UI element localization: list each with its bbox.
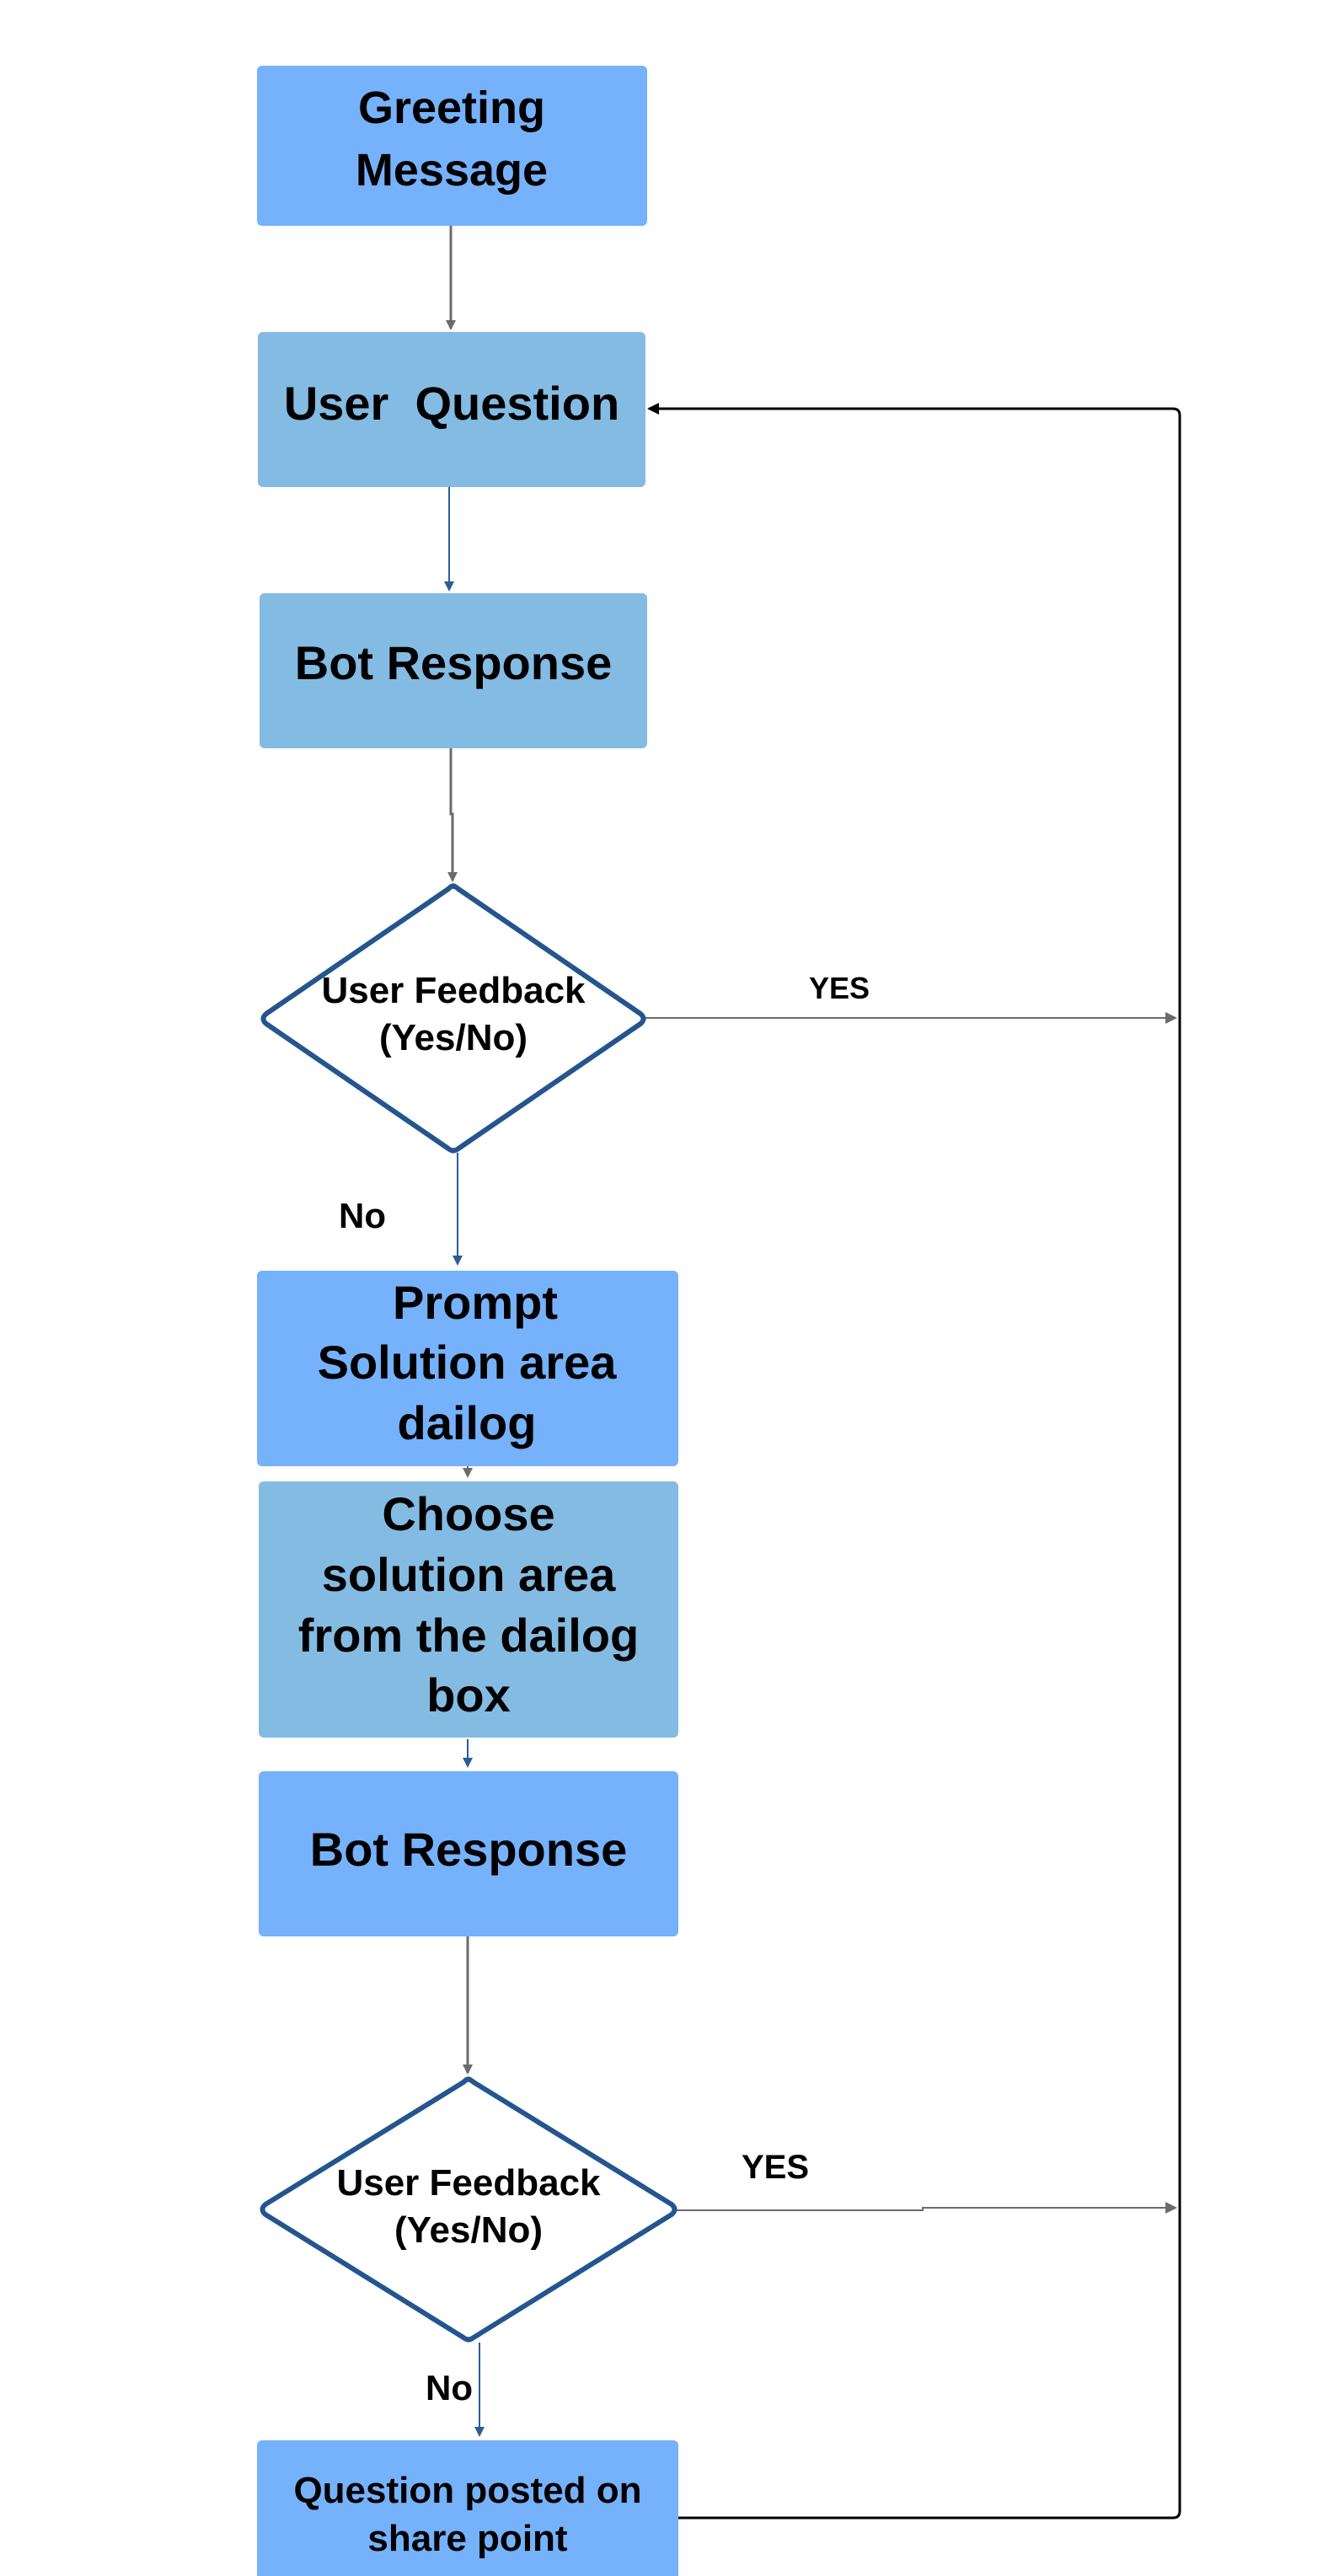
node-greeting-line2: Message [356,145,548,195]
edge-feedback2-yes [676,2202,1177,2214]
node-greeting-line1: Greeting [358,83,545,133]
node-feedback-2-line2: (Yes/No) [394,2209,543,2251]
node-choose-line3: from the dailog [298,1609,639,1662]
node-bot-response-2-label: Bot Response [310,1823,628,1876]
node-bot-response-2: Bot Response [259,1771,678,1936]
node-prompt-solution-dialog: Prompt Solution area dailog [257,1271,678,1466]
node-choose-solution-area: Choose solution area from the dailog box [259,1481,678,1738]
node-choose-line1: Choose [382,1487,554,1540]
edge-label-yes-2: YES [742,2149,809,2186]
node-choose-line4: box [426,1668,511,1722]
node-question-posted-sharepoint: Question posted on share point [257,2440,678,2576]
edge-label-no-1: No [339,1196,386,1235]
node-prompt-line1: Prompt [393,1276,558,1329]
edge-label-no-2: No [426,2368,473,2407]
node-sharepoint-line2: share point [367,2518,567,2559]
node-choose-line2: solution area [322,1548,616,1601]
node-bot-response-1-label: Bot Response [295,636,613,689]
node-feedback-2-line1: User Feedback [336,2162,601,2204]
node-feedback-1-line2: (Yes/No) [379,1017,528,1058]
node-greeting-message: Greeting Message [257,66,647,226]
node-sharepoint-line1: Question posted on [293,2470,641,2511]
node-feedback-1-line1: User Feedback [321,970,586,1011]
node-prompt-line3: dailog [398,1396,537,1449]
node-prompt-line2: Solution area [318,1336,618,1389]
node-user-feedback-1: User Feedback (Yes/No) [260,883,646,1154]
node-user-question-label: User Question [284,377,619,430]
edge-loop-back-to-question [647,403,1181,2520]
node-user-question: User Question [258,332,645,487]
edge-label-yes-1: YES [809,971,870,1005]
edge-bot-response-to-feedback [447,748,458,882]
node-user-feedback-2: User Feedback (Yes/No) [260,2076,678,2343]
node-bot-response-1: Bot Response [260,593,647,748]
